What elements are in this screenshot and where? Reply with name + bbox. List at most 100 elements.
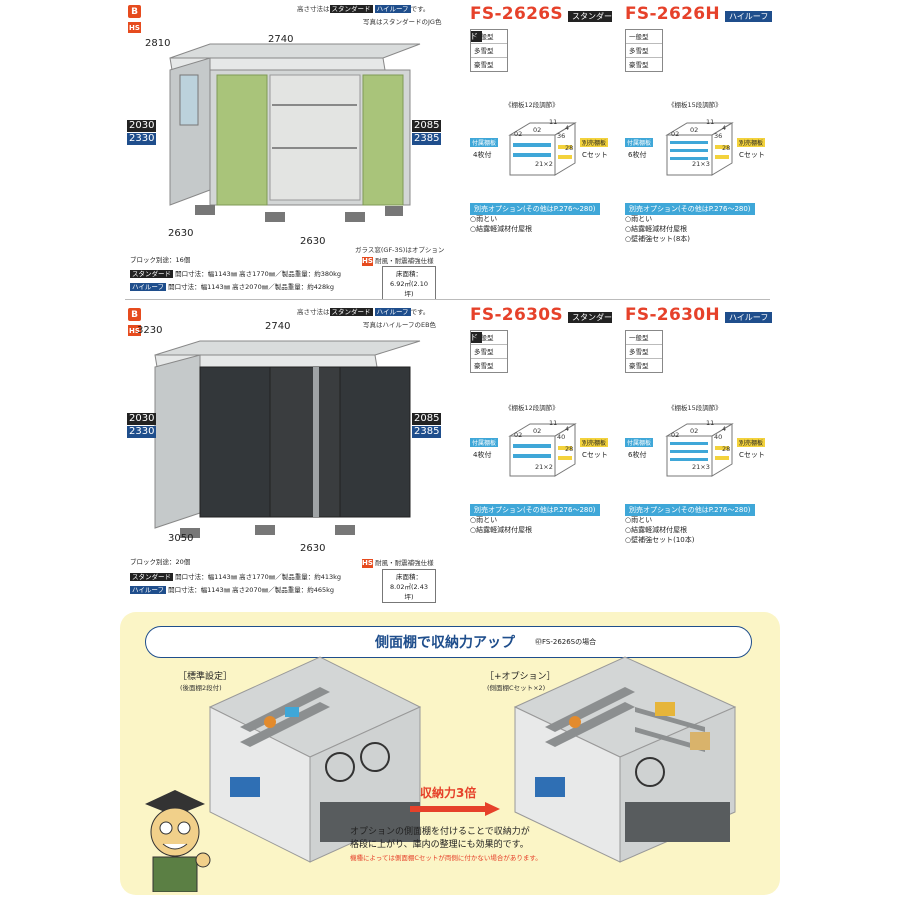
dim-left-std: 2030 (127, 120, 157, 132)
floor-area: 床面積：6.92㎡(2.10坪) (382, 266, 436, 300)
dim-right-high: 2385 (412, 426, 442, 438)
shelf-included-label: 付属棚板 (470, 138, 499, 147)
shelf-count: 4枚付 (473, 151, 492, 159)
shelf-option-label: 別売棚板 (737, 438, 766, 447)
shelf-diagram (508, 423, 577, 477)
shelf-set: Cセット (582, 151, 608, 159)
dim-width-top: 2740 (265, 321, 291, 332)
model-tag: ハイルーフ (724, 11, 773, 22)
dim-right-std: 2085 (412, 413, 442, 425)
std-label: ［標準設定］ (178, 672, 233, 682)
promo-desc-1: オプションの側面棚を付けることで収納力が (350, 827, 530, 837)
dim-width-bottom: 2630 (300, 543, 326, 554)
model-block-right: FS-2630H ハイルーフ (625, 305, 785, 325)
shelf-num: 11 (549, 419, 558, 427)
shelf-count: 6枚付 (628, 151, 647, 159)
shelf-num: 02 (671, 431, 680, 439)
block-note: ブロック別途：16個 (130, 256, 191, 264)
dim-depth-bottom: 3050 (168, 533, 194, 544)
photo-note: 写真はスタンダードのJG色 (363, 18, 442, 26)
option-item: ○雨とい (625, 516, 653, 524)
shelf-num: 36 (714, 132, 723, 140)
shelf-num: 28 (722, 445, 731, 453)
shelf-num: 11 (549, 118, 558, 126)
type-list: 一般型多雪型豪雪型 (625, 330, 663, 373)
shelf-num: 21×2 (535, 160, 553, 168)
hs-logo: HS (128, 325, 141, 336)
shelf-set: Cセット (739, 151, 765, 159)
promo-title-box (145, 626, 752, 658)
dim-left-std: 2030 (127, 413, 157, 425)
model-block-left: FS-2630S スタンダード (470, 305, 620, 344)
type-list: 一般型多雪型豪雪型 (470, 29, 508, 72)
option-item: ○結露軽減材付屋根 (470, 526, 533, 534)
shelf-num: 21×3 (692, 463, 710, 471)
opt-sub: (側面棚Cセット×2) (487, 684, 546, 692)
hs-spec-note: HS 耐風・耐震補強仕様 (362, 558, 434, 568)
model-name: FS-2630H (625, 305, 720, 325)
option-item: ○結露軽減材付屋根 (625, 526, 688, 534)
shelf-included-label: 付属棚板 (470, 438, 499, 447)
option-heading: 別売オプション(その他はP.276〜280) (625, 203, 755, 215)
shed-image-green (169, 43, 421, 222)
promo-example: ㊞FS-2626Sの場合 (535, 638, 597, 646)
shelf-num: 02 (671, 130, 680, 138)
shelf-num: 4 (722, 425, 727, 433)
shelf-num: 02 (533, 427, 542, 435)
option-heading: 別売オプション(その他はP.276〜280) (470, 203, 600, 215)
interior-option-image (513, 656, 737, 863)
shelf-num: 11 (706, 419, 715, 427)
option-item: ○雨とい (470, 516, 498, 524)
dim-depth-bottom: 2630 (168, 228, 194, 239)
shelf-set: Cセット (582, 451, 608, 459)
shelf-num: 21×2 (535, 463, 553, 471)
shelf-diagram (665, 122, 734, 176)
shed-image-dark (154, 340, 421, 538)
dim-width-bottom: 2630 (300, 236, 326, 247)
option-heading: 別売オプション(その他はP.276〜280) (470, 504, 600, 516)
option-item: ○壁補強セット(8本) (625, 235, 691, 243)
dim-left-high: 2330 (127, 426, 157, 438)
shelf-title: 《棚板12段調節》 (505, 404, 559, 412)
shelf-num: 02 (690, 427, 699, 435)
shelf-set: Cセット (739, 451, 765, 459)
shelf-num: 28 (722, 144, 731, 152)
model-name: FS-2626S (470, 4, 563, 24)
opt-label: ［+オプション］ (485, 672, 556, 682)
model-tag: ハイルーフ (724, 312, 773, 323)
brand-logo: B (128, 5, 141, 18)
option-item: ○壁補強セット(10本) (625, 536, 695, 544)
spec-highroof: ハイルーフ 開口寸法：幅1143㎜ 高さ2070㎜／製品重量：約465kg (130, 586, 335, 594)
interior-standard-image (208, 656, 422, 863)
shelf-title: 《棚板15段調節》 (668, 101, 722, 109)
shelf-num: 36 (557, 132, 566, 140)
shelf-count: 6枚付 (628, 451, 647, 459)
std-sub: (後面棚2段付) (180, 684, 222, 692)
model-block-right: FS-2626H ハイルーフ (625, 4, 785, 24)
shelf-included-label: 付属棚板 (625, 138, 654, 147)
capacity-label: 収納力3倍 (420, 786, 477, 800)
option-heading: 別売オプション(その他はP.276〜280) (625, 504, 755, 516)
shelf-title: 《棚板12段調節》 (505, 101, 559, 109)
shelf-option-label: 別売棚板 (580, 438, 609, 447)
shelf-diagram (508, 122, 577, 176)
option-item: ○結露軽減材付屋根 (625, 225, 688, 233)
shelf-num: 02 (690, 126, 699, 134)
promo-panel: 側面棚で収納力アップ ㊞FS-2626Sの場合 ［標準設定］ (後面棚2段付) … (120, 612, 780, 895)
section-fs2630: B HS 高さ寸法はスタンダード ハイルーフです。 写真はハイルーフのEB色 3… (0, 303, 900, 603)
promo-title: 側面棚で収納力アップ (375, 635, 515, 651)
spec-standard: スタンダード 開口寸法：幅1143㎜ 高さ1770㎜／製品重量：約380kg (130, 270, 342, 278)
dim-depth-top: 3230 (137, 325, 163, 336)
hs-spec-note: HS 耐風・耐震補強仕様 (362, 256, 434, 266)
shelf-num: 02 (533, 126, 542, 134)
option-item: ○結露軽減材付屋根 (470, 225, 533, 233)
type-list: 一般型多雪型豪雪型 (625, 29, 663, 72)
shelf-included-label: 付属棚板 (625, 438, 654, 447)
model-block-left: FS-2626S スタンダード (470, 4, 620, 43)
shelf-num: 4 (722, 124, 727, 132)
option-item: ○雨とい (470, 215, 498, 223)
height-note: 高さ寸法はスタンダード ハイルーフです。 (297, 5, 430, 13)
option-item: ○雨とい (625, 215, 653, 223)
shelf-count: 4枚付 (473, 451, 492, 459)
dim-depth-top: 2810 (145, 38, 171, 49)
